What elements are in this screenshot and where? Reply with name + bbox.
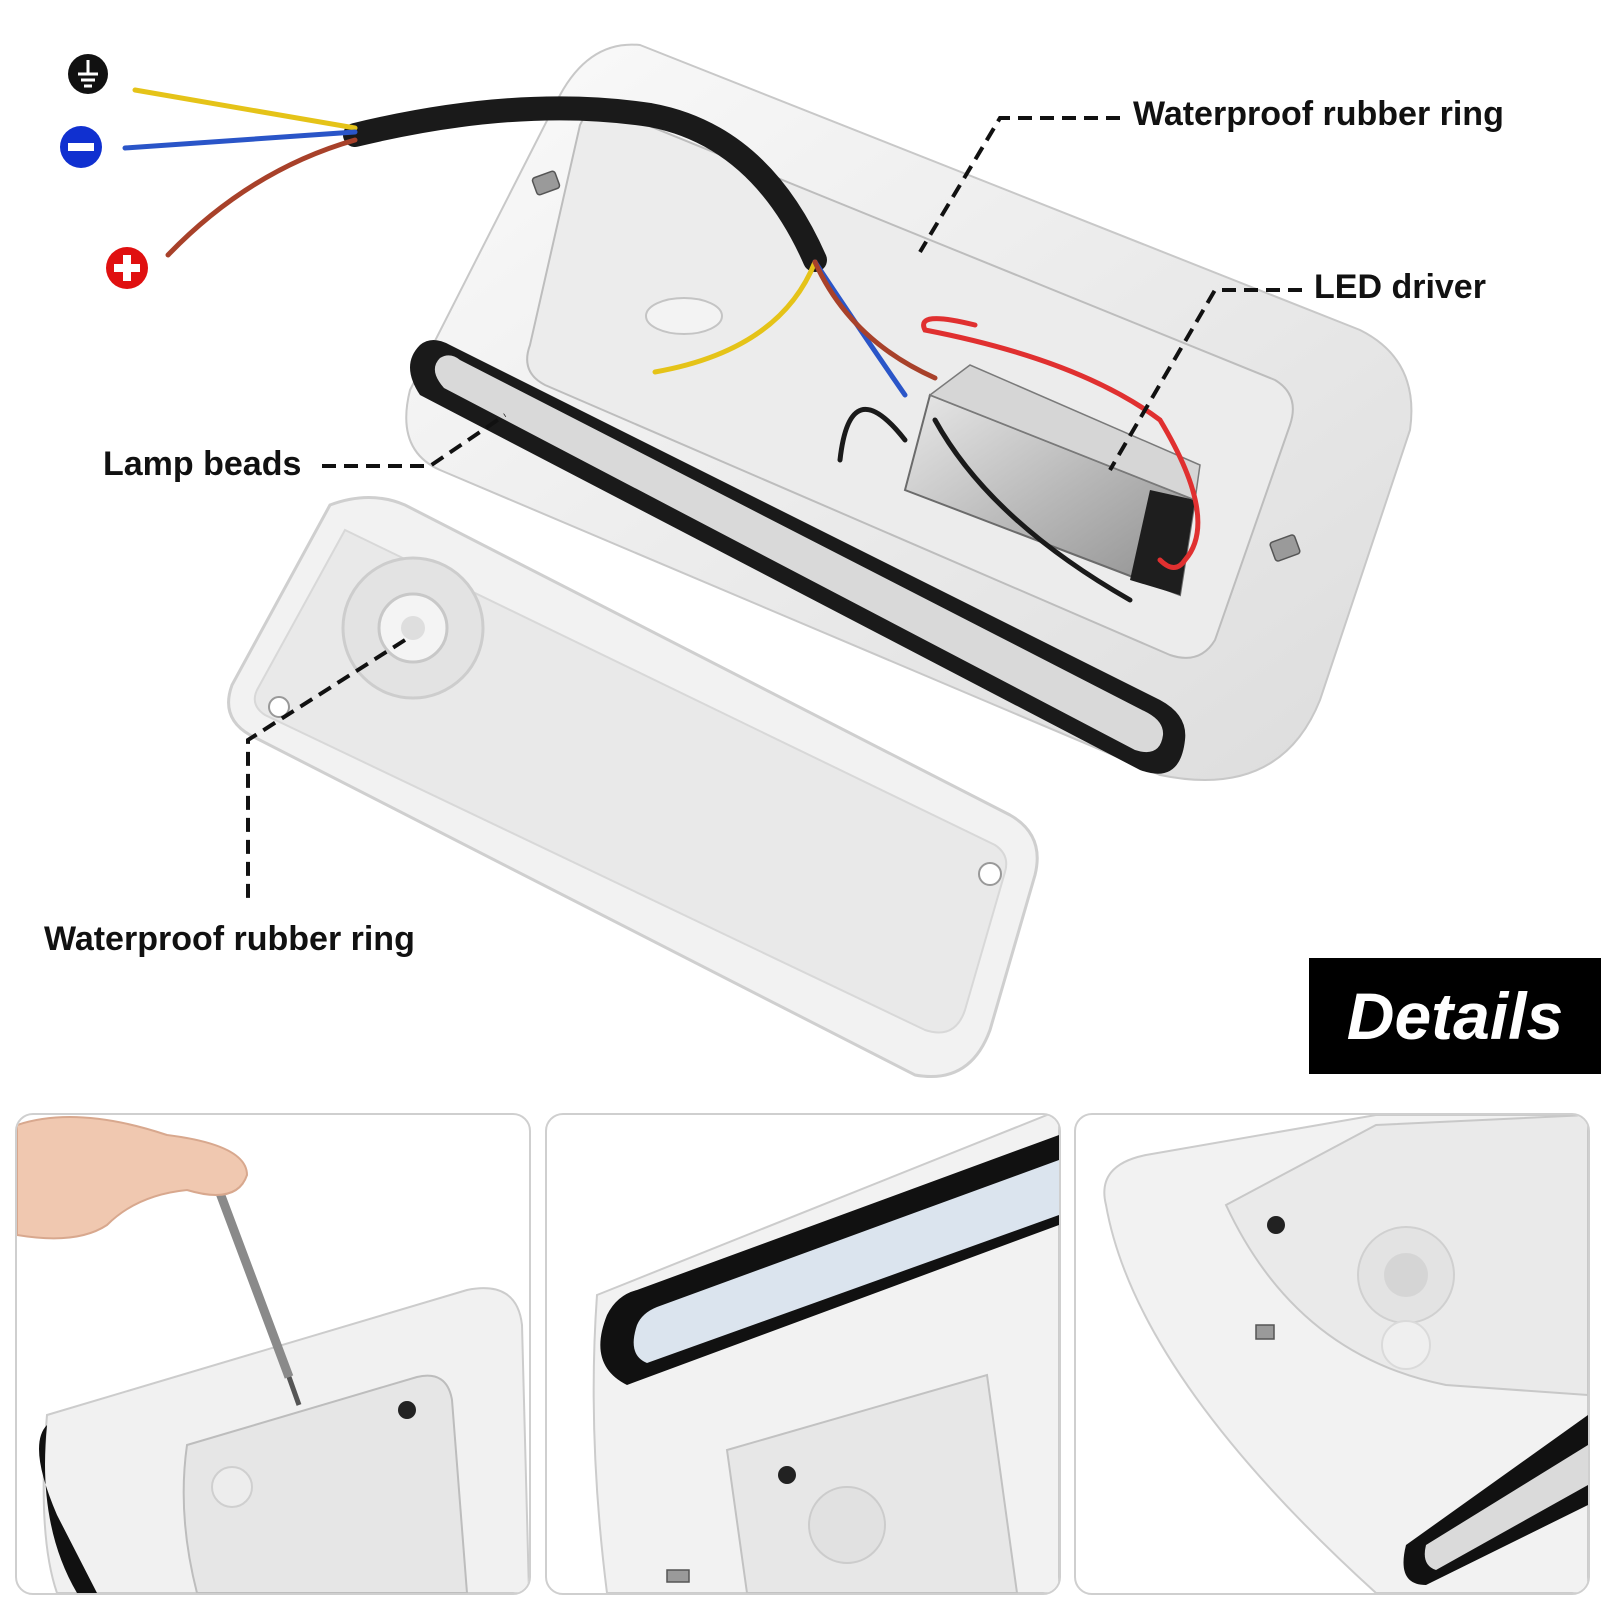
screwdriver-icon	[212, 1183, 302, 1406]
cable-jacket	[343, 96, 827, 272]
screwdriver-detail-panel	[15, 1113, 531, 1595]
callout-line-ring-top	[918, 116, 1120, 254]
back-plate-detail-panel	[1074, 1113, 1590, 1595]
neutral-wire	[122, 129, 358, 151]
lamp-strip-detail-panel	[545, 1113, 1061, 1595]
lamp-strip-closeup	[592, 1115, 1059, 1593]
callout-lines	[246, 116, 1302, 905]
lamp-housing	[405, 43, 1413, 781]
housing-corner	[39, 1287, 529, 1593]
driver-red-wire	[921, 316, 1201, 570]
live-wire-inner	[812, 259, 938, 381]
hand-icon	[17, 1116, 249, 1240]
callout-line-beads	[322, 413, 507, 468]
plus-icon	[106, 247, 148, 289]
earth-wire	[132, 87, 358, 131]
callout-line-ring-bottom	[246, 638, 407, 905]
back-plate-closeup	[1103, 1115, 1588, 1593]
ground-icon	[68, 54, 108, 94]
details-banner: Details	[1309, 958, 1601, 1074]
minus-icon	[60, 126, 102, 168]
mount-hole-right	[978, 862, 1002, 886]
label-led-driver: LED driver	[1314, 268, 1486, 306]
label-waterproof-rubber-ring-top: Waterproof rubber ring	[1133, 95, 1504, 133]
wires	[122, 87, 1201, 603]
driver-black-wire	[837, 406, 1133, 603]
led-driver	[903, 364, 1201, 597]
screw-right	[1269, 534, 1301, 562]
label-waterproof-rubber-ring-bottom: Waterproof rubber ring	[44, 920, 415, 958]
screw-left	[531, 170, 561, 196]
live-wire	[165, 137, 358, 258]
earth-wire-inner	[652, 259, 818, 375]
callout-line-driver	[1108, 288, 1302, 472]
details-banner-text: Details	[1346, 979, 1564, 1053]
label-lamp-beads: Lamp beads	[103, 445, 302, 483]
mount-hole-left	[268, 696, 290, 718]
lamp-beads-strip	[410, 340, 1186, 774]
rubber-ring	[341, 556, 485, 700]
cavity-boss	[645, 297, 723, 335]
